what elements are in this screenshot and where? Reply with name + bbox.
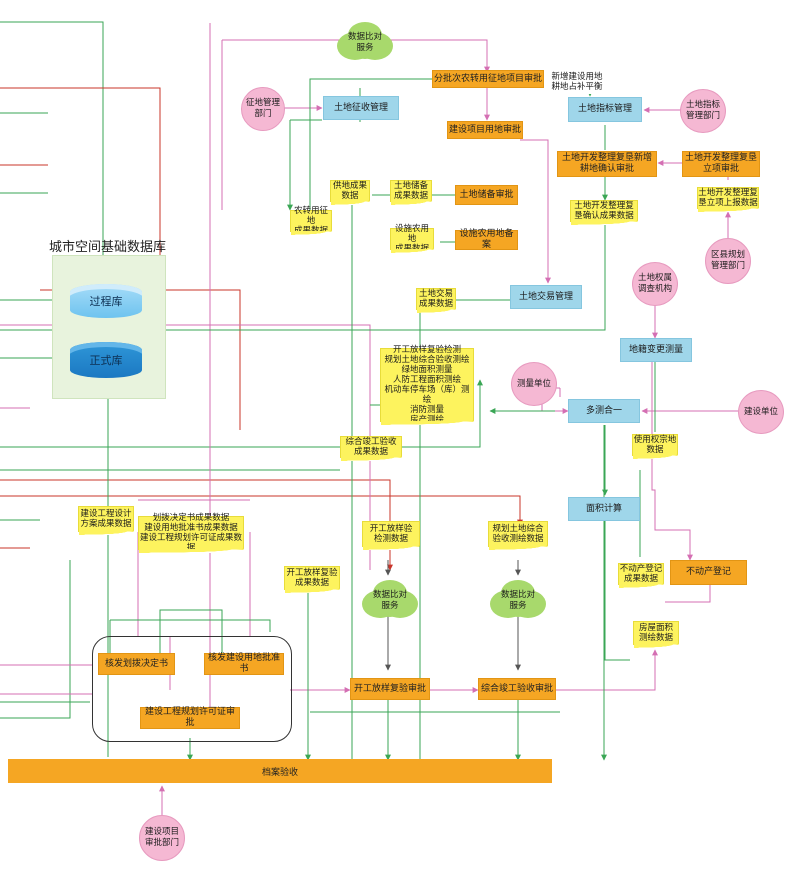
build-unit-actor[interactable]: 建设单位 — [738, 390, 784, 434]
land-reserve-approval-box[interactable]: 土地储备审批 — [455, 185, 518, 205]
temp-store-cylinder[interactable]: 过程库 — [70, 284, 142, 318]
land-dev-project-result-note[interactable]: 土地开发整理复 垦立项上报数据 — [697, 187, 759, 212]
multi-survey-merge-box[interactable]: 多测合一 — [568, 399, 640, 423]
farmland-acq-result-note[interactable]: 农转用征地 成果数据 — [290, 206, 332, 236]
real-estate-registration-box[interactable]: 不动产登记 — [670, 560, 747, 585]
collective-land-record-box[interactable]: 设施农用地备案 — [455, 229, 518, 250]
survey-list-note[interactable]: 开工放样复验检测 规划土地综合验收测绘 绿地面积测量 人防工程面积测绘 机动车停… — [380, 345, 474, 425]
formal-store-cylinder[interactable]: 正式库 — [70, 342, 142, 378]
land-acq-dept-actor[interactable]: 征地管理 部门 — [241, 87, 285, 131]
issue-planning-decision-box[interactable]: 核发划拨决定书 — [98, 653, 175, 675]
issue-land-use-permit-box[interactable]: 核发建设用地批准书 — [204, 653, 284, 675]
area-calculation-box[interactable]: 面积计算 — [568, 497, 640, 521]
survey-unit-actor[interactable]: 测量单位 — [511, 362, 557, 406]
district-dept-actor[interactable]: 区县规划 管理部门 — [705, 238, 751, 284]
permit-approval-group — [92, 636, 292, 742]
land-transaction-mgmt-box[interactable]: 土地交易管理 — [510, 285, 582, 309]
approval-dept-actor[interactable]: 建设项目 审批部门 — [139, 815, 185, 861]
layout-check-data-note[interactable]: 开工放样验 检测数据 — [362, 521, 420, 550]
land-dev-confirm-result-note[interactable]: 土地开发整理复 垦确认成果数据 — [570, 200, 638, 225]
land-dev-newland-confirm-box[interactable]: 土地开发整理复垦新增 耕地确认审批 — [557, 151, 657, 177]
new-construction-balance-label: 新增建设用地 耕地占补平衡 — [545, 70, 609, 94]
house-area-data-note[interactable]: 房屋面积 测绘数据 — [633, 621, 679, 648]
land-reserve-result-note[interactable]: 土地储备 成果数据 — [390, 180, 432, 205]
use-rights-data-note[interactable]: 使用权宗地 数据 — [632, 434, 678, 459]
land-transaction-result-note[interactable]: 土地交易 成果数据 — [416, 288, 456, 313]
planning-permit-results-note[interactable]: 划拨决定书成果数据 建设用地批准书成果数据 建设工程规划许可证成果数据 — [138, 513, 244, 553]
farmland-conversion-approval-box[interactable]: 分批次农转用征地项目审批 — [432, 70, 544, 88]
archive-acceptance-bar[interactable]: 档案验收 — [8, 759, 552, 783]
layout-recheck-result-note[interactable]: 开工放样复验 成果数据 — [284, 566, 340, 593]
data-compare-service-top[interactable]: 数据比对 服务 — [345, 27, 385, 59]
data-compare-service-right[interactable]: 数据比对 服务 — [498, 585, 538, 617]
construction-land-preapproval-box[interactable]: 建设项目用地审批 — [447, 121, 523, 139]
collective-land-result-note[interactable]: 设施农用地 成果数据 — [390, 224, 434, 254]
cadastral-survey-box[interactable]: 地籍变更测量 — [620, 338, 692, 362]
land-supply-result-note[interactable]: 供地成果 数据 — [330, 180, 370, 205]
land-rights-survey-actor[interactable]: 土地权属 调查机构 — [632, 262, 678, 306]
land-dev-project-approval-box[interactable]: 土地开发整理复垦 立项审批 — [682, 151, 760, 177]
construction-layout-check-box[interactable]: 开工放样复验审批 — [350, 678, 430, 700]
completion-acceptance-result-note[interactable]: 综合竣工验收 成果数据 — [340, 436, 402, 461]
engineering-permit-approval-box[interactable]: 建设工程规划许可证审批 — [140, 707, 240, 729]
database-title: 城市空间基础数据库 — [49, 240, 167, 255]
data-compare-service-mid[interactable]: 数据比对 服务 — [370, 585, 410, 617]
design-scheme-result-note[interactable]: 建设工程设计 方案成果数据 — [78, 506, 134, 535]
comprehensive-acceptance-data-note[interactable]: 规划土地综合 验收测绘数据 — [488, 521, 548, 550]
real-estate-result-note[interactable]: 不动产登记 成果数据 — [618, 563, 664, 588]
land-index-mgmt-box[interactable]: 土地指标管理 — [568, 97, 642, 122]
completion-acceptance-box[interactable]: 综合竣工验收审批 — [478, 678, 556, 700]
land-acquisition-mgmt-box[interactable]: 土地征收管理 — [323, 96, 399, 120]
index-dept-actor[interactable]: 土地指标 管理部门 — [680, 89, 726, 133]
